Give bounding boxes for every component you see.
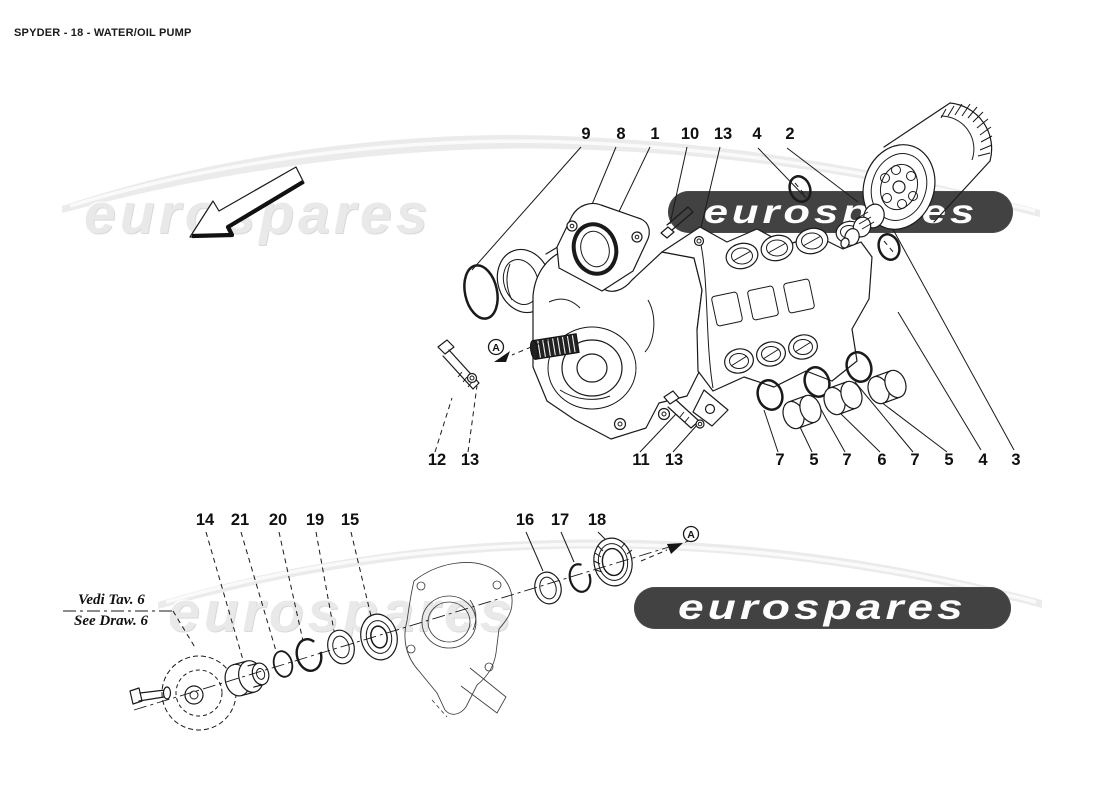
ring-part-21	[272, 650, 294, 678]
callout-6-14: 6	[877, 451, 887, 469]
oil-filter-drawing	[840, 102, 993, 249]
callout-4-17: 4	[978, 451, 988, 469]
washer-part-16	[534, 571, 562, 605]
callout-2-6: 2	[785, 125, 795, 143]
callout-16-24: 16	[515, 511, 535, 529]
drive-shaft-bolt	[129, 686, 172, 705]
callout-7-11: 7	[775, 451, 785, 469]
callout-13-4: 13	[713, 125, 733, 143]
pump-bottom-ports	[724, 334, 818, 374]
callout-14-19: 14	[195, 511, 215, 529]
callout-5-16: 5	[944, 451, 954, 469]
diagram-title: SPYDER - 18 - WATER/OIL PUMP	[14, 27, 192, 39]
callout-15-23: 15	[340, 511, 360, 529]
seal-part-18	[593, 537, 633, 587]
callout-5-12: 5	[809, 451, 819, 469]
callout-21-20: 21	[230, 511, 250, 529]
callout-1-2: 1	[650, 125, 660, 143]
bearing-part-15	[360, 613, 398, 661]
callout-20-21: 20	[268, 511, 288, 529]
swoosh-bottom-highlight	[165, 542, 1037, 604]
callout-7-13: 7	[842, 451, 852, 469]
note-line-english: See Draw. 6	[74, 613, 149, 629]
lower-leader-lines	[63, 531, 608, 661]
callout-11-9: 11	[632, 451, 650, 469]
view-arrow-top	[494, 339, 549, 362]
callout-3-18: 3	[1011, 451, 1021, 469]
callout-10-3: 10	[680, 125, 700, 143]
snap-ring-part-17	[568, 563, 592, 593]
svg-text:A: A	[492, 342, 500, 354]
callout-13-10: 13	[664, 451, 684, 469]
view-arrow-bottom	[640, 543, 683, 562]
direction-arrow	[189, 166, 305, 239]
svg-text:A: A	[687, 529, 695, 541]
callout-8-1: 8	[616, 125, 626, 143]
o-rings-upper	[788, 175, 901, 261]
callout-7-15: 7	[910, 451, 920, 469]
snap-ring-part-20	[295, 638, 323, 672]
sprocket-drawing	[161, 655, 237, 731]
lower-assembly-drawing	[63, 531, 693, 731]
callout-18-26: 18	[587, 511, 607, 529]
oil-pump-drawing	[661, 220, 873, 427]
callout-17-25: 17	[550, 511, 570, 529]
crankcase-cover-outline	[404, 562, 513, 718]
callout-19-22: 19	[305, 511, 325, 529]
eurospares-watermark-badge-bottom: eurospares	[634, 587, 1011, 629]
seals-bushings-row	[756, 351, 907, 430]
view-marker-a-1: A	[682, 525, 700, 543]
hub-part-14	[224, 660, 270, 697]
callout-4-5: 4	[752, 125, 762, 143]
fasteners	[437, 206, 705, 429]
water-pump-drawing	[463, 202, 704, 440]
assembly-centerline	[133, 539, 693, 711]
callout-13-8: 13	[460, 451, 480, 469]
note-line-italian: Vedi Tav. 6	[78, 592, 145, 608]
callout-9-0: 9	[581, 125, 591, 143]
view-markers: AA	[487, 338, 700, 543]
view-marker-a-0: A	[487, 338, 505, 356]
callout-12-7: 12	[427, 451, 447, 469]
